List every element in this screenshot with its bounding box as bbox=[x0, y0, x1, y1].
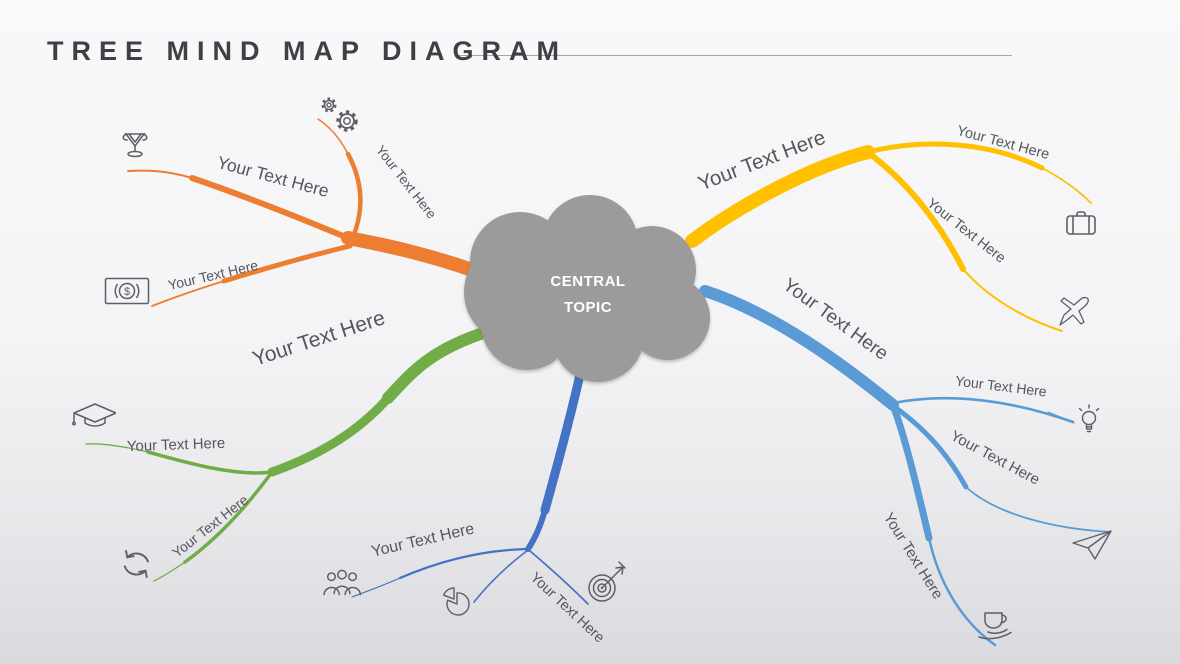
paper-plane-icon bbox=[1070, 529, 1114, 561]
central-topic-line1: CENTRAL bbox=[550, 273, 626, 290]
graduation-cap-icon bbox=[72, 402, 116, 432]
page-title: TREE MIND MAP DIAGRAM bbox=[47, 36, 568, 66]
central-topic-label: CENTRAL TOPIC bbox=[550, 269, 625, 321]
recycle-icon bbox=[118, 547, 156, 581]
money-icon: $ bbox=[104, 277, 150, 305]
lightbulb-icon bbox=[1076, 404, 1102, 440]
label-green-graduation: Your Text Here bbox=[126, 434, 226, 456]
plane-icon bbox=[1056, 293, 1092, 329]
royal-blue-branch bbox=[351, 365, 589, 605]
pie-chart-icon bbox=[436, 582, 474, 620]
light-blue-branch bbox=[699, 285, 1111, 647]
orange-branch bbox=[127, 118, 485, 307]
title-underline bbox=[458, 55, 1012, 56]
coffee-cup-icon bbox=[976, 606, 1020, 642]
green-branch bbox=[85, 325, 495, 582]
briefcase-icon bbox=[1064, 206, 1098, 240]
people-icon bbox=[322, 567, 362, 597]
central-topic-line2: TOPIC bbox=[563, 299, 613, 316]
svg-text:$: $ bbox=[124, 286, 130, 298]
central-cloud bbox=[464, 195, 710, 382]
yellow-branch bbox=[685, 141, 1092, 332]
gears-icon bbox=[316, 94, 366, 140]
trophy-icon bbox=[119, 129, 151, 161]
target-icon bbox=[583, 560, 629, 606]
